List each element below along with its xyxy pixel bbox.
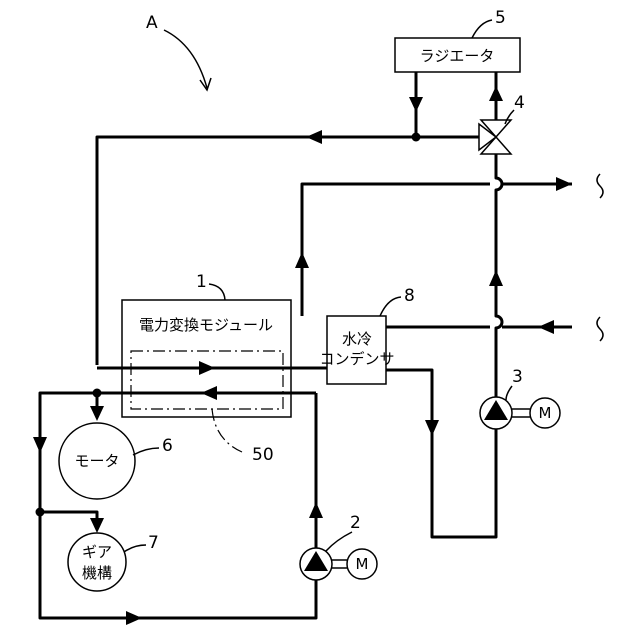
pump3-leader	[506, 386, 512, 400]
pump2-number: 2	[350, 513, 361, 533]
pump3-motor-label: M	[539, 404, 552, 422]
break-mark-top	[597, 174, 603, 198]
flow-arrow-left-down	[33, 437, 47, 453]
flow-arrow-condenser-up	[295, 252, 309, 268]
flow-arrow-in-left	[538, 320, 554, 334]
motor-label: モータ	[74, 452, 119, 470]
pump3-number: 3	[512, 367, 523, 387]
flow-arrow-pump2-up	[309, 502, 323, 518]
inner-region-number: 50	[252, 445, 274, 465]
radiator-number: 5	[495, 8, 506, 28]
pump3-shaft	[512, 409, 530, 417]
pump2-shaft	[332, 560, 347, 568]
condenser-leader	[380, 297, 401, 316]
figure-label: A	[146, 13, 158, 33]
radiator-label: ラジエータ	[420, 47, 495, 65]
pump2-motor-label: M	[356, 555, 369, 573]
condenser-number: 8	[404, 286, 415, 306]
flow-arrow-gear-down	[90, 518, 104, 533]
gear-leader	[124, 545, 146, 552]
gear-label-line1: ギア	[82, 543, 112, 561]
condenser-label-line2: コンデンサ	[319, 350, 394, 368]
power-module-label: 電力変換モジュール	[139, 316, 273, 334]
condenser-label-line1: 水冷	[342, 330, 372, 348]
condenser-to-pump3-line	[386, 370, 496, 537]
flow-arrow-out-right	[556, 177, 572, 191]
flow-arrow-bottom-right	[126, 611, 142, 625]
power-module-number: 1	[196, 272, 207, 292]
radiator-leader	[472, 20, 492, 38]
flow-arrow-radiator-up	[489, 86, 503, 101]
break-mark-bottom	[597, 317, 603, 341]
valve-number: 4	[514, 93, 525, 113]
motor-number: 6	[162, 436, 173, 456]
flow-arrow-top-left	[306, 130, 322, 144]
flow-arrow-radiator-down	[409, 97, 423, 112]
flow-arrow-right-up	[489, 270, 503, 286]
gear-circle	[68, 533, 126, 591]
condenser-out-line	[302, 184, 490, 316]
figure-label-arrow	[164, 30, 207, 88]
gear-label-line2: 機構	[82, 564, 112, 582]
gear-branch-line	[40, 512, 97, 523]
flow-arrow-motor-down	[90, 406, 104, 421]
pump2-leader	[326, 532, 352, 551]
motor-leader	[133, 448, 159, 455]
power-module-leader	[209, 284, 225, 300]
flow-arrow-down-right	[425, 420, 439, 436]
gear-number: 7	[148, 533, 159, 553]
